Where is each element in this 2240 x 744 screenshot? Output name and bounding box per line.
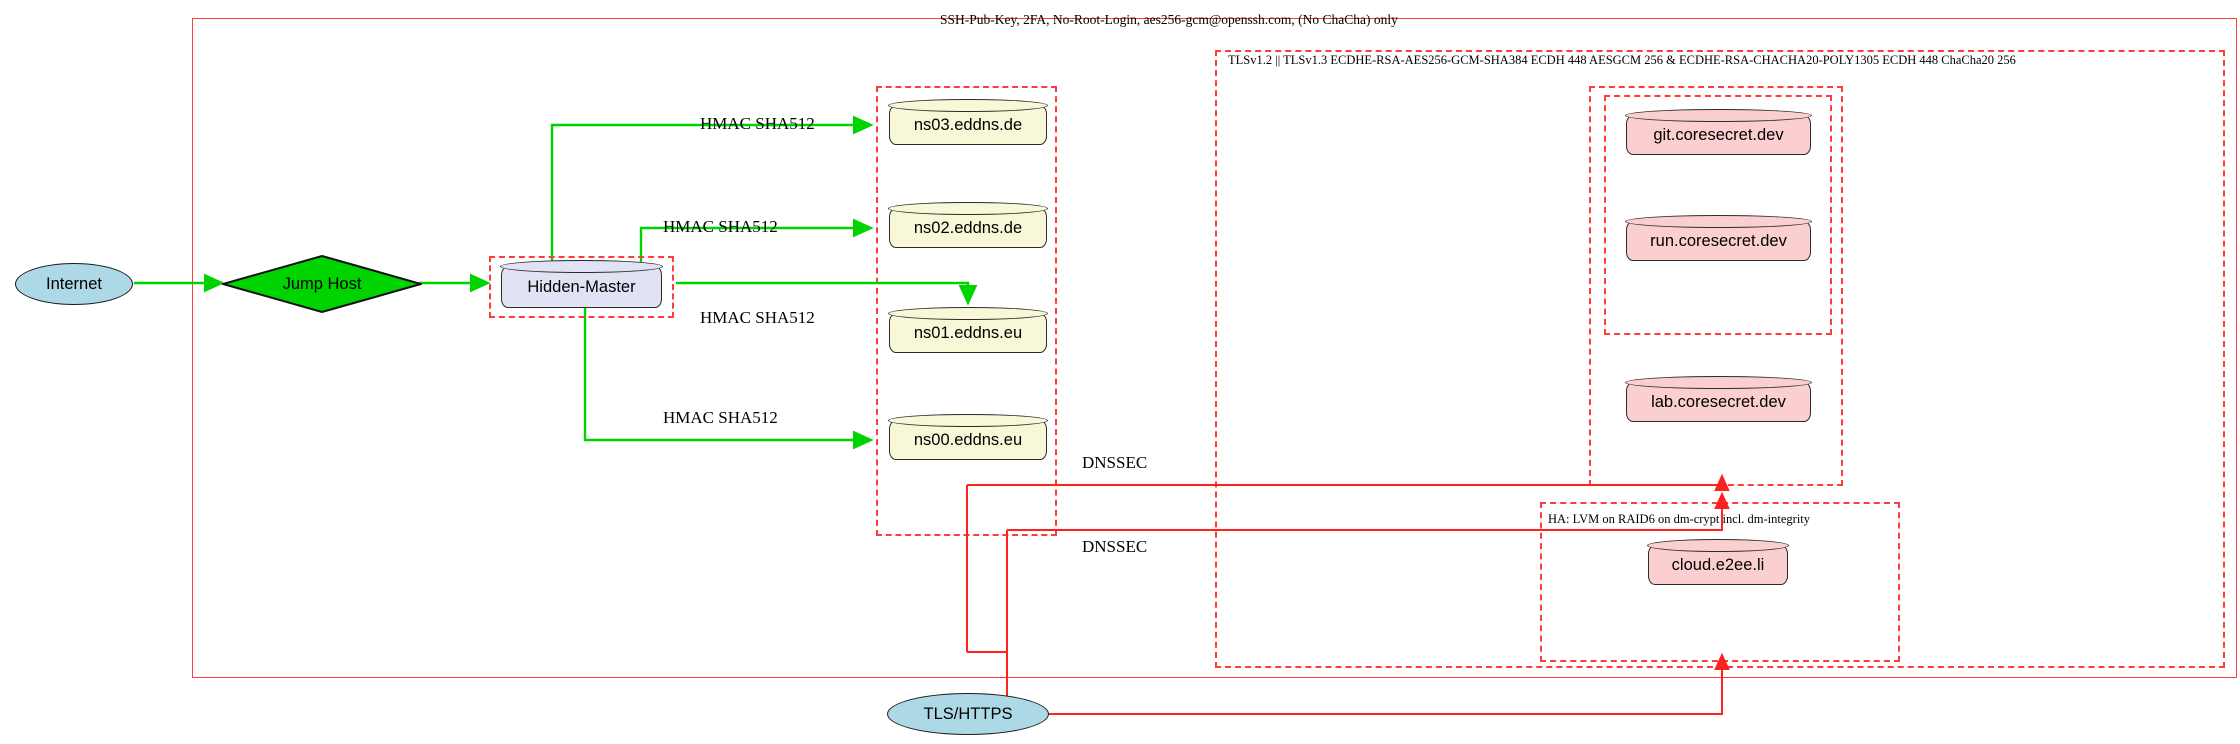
cluster-ssh-label: SSH-Pub-Key, 2FA, No-Root-Login, aes256-…: [940, 12, 1398, 27]
cluster-ssh-outer: [192, 18, 2237, 678]
node-cloud-e2ee[interactable]: cloud.e2ee.li: [1647, 539, 1789, 585]
cylinder-top: [888, 202, 1048, 215]
node-lab-coresecret[interactable]: lab.coresecret.dev: [1625, 376, 1812, 422]
node-tls-https-label: TLS/HTTPS: [923, 704, 1013, 723]
edge-label-hmac-ns01: HMAC SHA512: [700, 308, 815, 327]
diamond-shape: [222, 255, 422, 313]
edge-label-hmac-ns02: HMAC SHA512: [663, 217, 778, 236]
edge-label-dnssec-lower: DNSSEC: [1082, 537, 1148, 556]
node-ns03-label: ns03.eddns.de: [913, 115, 1023, 134]
cylinder-top: [1625, 215, 1812, 228]
node-run-coresecret[interactable]: run.coresecret.dev: [1625, 215, 1812, 261]
cluster-coresecret-inner: [1604, 95, 1832, 335]
cluster-hidden-master: [489, 256, 674, 318]
node-git-coresecret-label: git.coresecret.dev: [1653, 125, 1784, 144]
cylinder-top: [1647, 539, 1789, 552]
cylinder-top: [1625, 376, 1812, 389]
edge-label-hmac-ns00: HMAC SHA512: [663, 408, 778, 427]
node-ns02[interactable]: ns02.eddns.de: [888, 202, 1048, 248]
cylinder-top: [888, 414, 1048, 427]
edge-label-dnssec-upper: DNSSEC: [1082, 453, 1148, 472]
node-ns00[interactable]: ns00.eddns.eu: [888, 414, 1048, 460]
edge-label-hmac-ns03: HMAC SHA512: [700, 114, 815, 133]
node-lab-coresecret-label: lab.coresecret.dev: [1651, 392, 1786, 411]
node-ns01-label: ns01.eddns.eu: [913, 323, 1023, 342]
node-hidden-master-label: Hidden-Master: [527, 277, 636, 296]
cluster-tls-label: TLSv1.2 || TLSv1.3 ECDHE-RSA-AES256-GCM-…: [1228, 53, 2016, 67]
node-ns02-label: ns02.eddns.de: [913, 218, 1023, 237]
node-cloud-e2ee-label: cloud.e2ee.li: [1671, 555, 1765, 574]
cylinder-top: [888, 307, 1048, 320]
node-ns03[interactable]: ns03.eddns.de: [888, 99, 1048, 145]
node-git-coresecret[interactable]: git.coresecret.dev: [1625, 109, 1812, 155]
node-internet-label: Internet: [46, 274, 102, 293]
cylinder-top: [500, 260, 663, 273]
node-jump-host-label: Jump Host: [282, 274, 362, 293]
node-hidden-master[interactable]: Hidden-Master: [500, 260, 663, 308]
cylinder-top: [1625, 109, 1812, 122]
node-run-coresecret-label: run.coresecret.dev: [1650, 231, 1787, 250]
node-ns00-label: ns00.eddns.eu: [913, 430, 1023, 449]
cylinder-top: [888, 99, 1048, 112]
cluster-ha-label: HA: LVM on RAID6 on dm-crypt incl. dm-in…: [1548, 512, 1811, 526]
node-ns01[interactable]: ns01.eddns.eu: [888, 307, 1048, 353]
node-jump-host[interactable]: Jump Host: [222, 255, 422, 313]
node-internet[interactable]: Internet: [15, 263, 133, 305]
node-tls-https[interactable]: TLS/HTTPS: [887, 693, 1049, 735]
